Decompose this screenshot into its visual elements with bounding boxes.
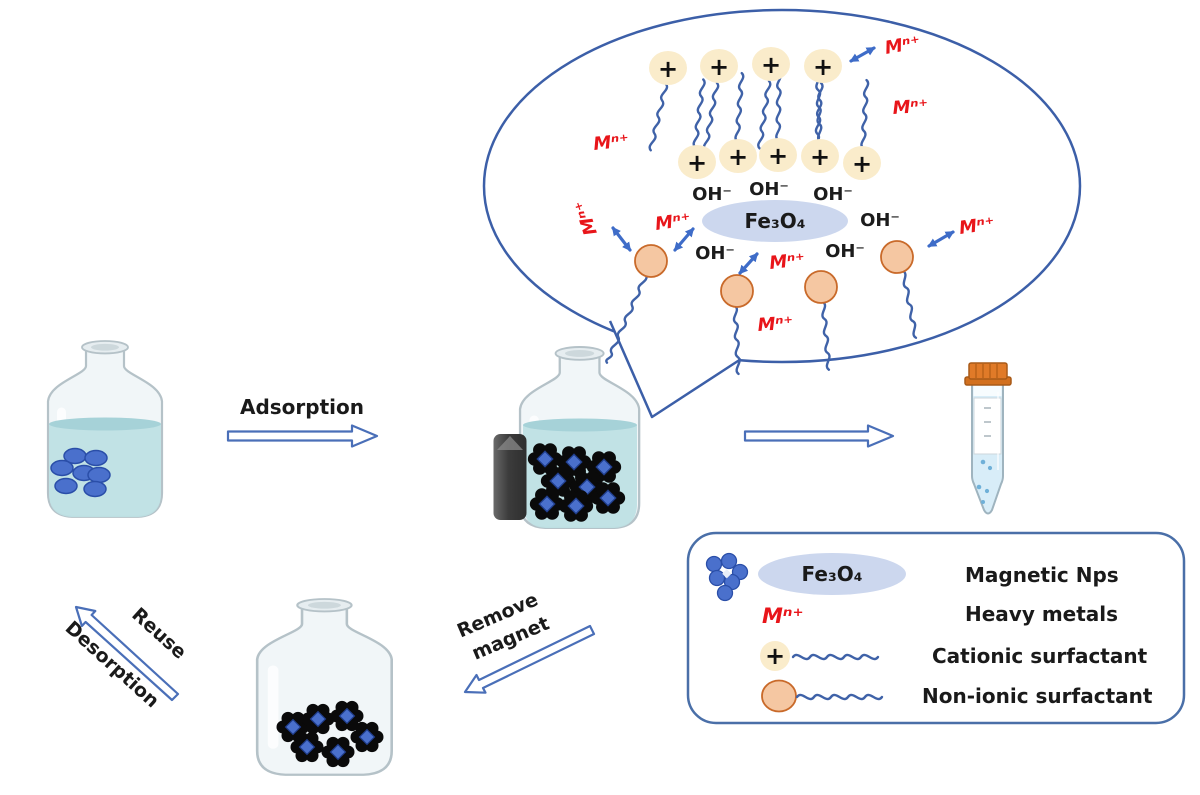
plus-sign: + — [687, 149, 707, 177]
speech-bubble-tail — [608, 320, 742, 419]
nonionic-head — [880, 240, 914, 274]
remove-magnet-arrow — [463, 624, 596, 694]
cationic-head-icon — [760, 641, 790, 671]
hydroxide-label: OH⁻ — [749, 179, 789, 200]
speech-bubble — [482, 8, 1082, 419]
metal-ion-label: Mⁿ⁺ — [757, 313, 794, 336]
hydroxide-label: OH⁻ — [692, 184, 732, 205]
nonionic-head — [634, 244, 668, 278]
nonionic-surfactants — [604, 240, 919, 376]
tube-cap — [964, 362, 1012, 386]
remove-magnet-step: Remove magnet — [454, 589, 596, 694]
plus-sign: + — [728, 143, 748, 171]
magnet — [493, 434, 527, 520]
nanoparticle-cluster-icon — [705, 552, 749, 602]
liquid-surface — [523, 418, 637, 432]
bottle-contaminated — [46, 339, 164, 518]
separation-arrow — [743, 424, 895, 448]
liquid-surface — [49, 417, 161, 431]
metal-ion-icon: Mⁿ⁺ — [762, 604, 804, 628]
legend-label: Magnetic Nps — [965, 563, 1119, 587]
tube-neck — [973, 385, 1002, 396]
legend-item-heavy-metals: Mⁿ⁺ Heavy metals — [762, 602, 1118, 628]
magnetite-label: Fe₃O₄ — [745, 209, 806, 233]
magnetic-particles-attracted — [527, 442, 626, 523]
bottle-regenerated — [255, 597, 393, 777]
plus-sign: + — [658, 55, 678, 83]
magnetite-ellipse-icon — [758, 553, 906, 595]
legend-label: Cationic surfactant — [932, 644, 1148, 668]
legend-magnetite-label: Fe₃O₄ — [802, 562, 863, 586]
legend-item-cationic-surfactant: + Cationic surfactant — [760, 641, 1148, 671]
clean-water-tube — [964, 362, 1012, 515]
hydroxide-label: OH⁻ — [825, 241, 865, 262]
cationic-head-row-top: + + + + — [649, 47, 842, 85]
hydroxide-labels: OH⁻ OH⁻ OH⁻ OH⁻ OH⁻ OH⁻ — [692, 179, 900, 264]
tube-droplets — [976, 459, 993, 504]
cationic-head-row-bottom: + + + + + — [678, 138, 881, 180]
double-arrow-icon — [927, 230, 955, 248]
plus-sign: + — [709, 53, 729, 81]
reuse-desorption-step: Reuse Desorption — [61, 604, 191, 713]
plus-sign: + — [852, 150, 872, 178]
legend-box: Fe₃O₄ Magnetic Nps Mⁿ⁺ Heavy metals + Ca… — [686, 531, 1186, 725]
adsorption-step: Adsorption — [226, 395, 379, 448]
interaction-arrows — [611, 46, 955, 275]
hydroxide-label: OH⁻ — [695, 243, 735, 264]
nonionic-head — [720, 274, 754, 308]
magnetite-core: Fe₃O₄ — [702, 200, 848, 242]
plus-sign: + — [813, 53, 833, 81]
adsorption-arrow — [226, 424, 379, 448]
double-arrow-icon — [849, 46, 876, 63]
hydroxide-label: OH⁻ — [860, 210, 900, 231]
legend-label: Non-ionic surfactant — [922, 684, 1153, 708]
metal-ion-labels: Mⁿ⁺ Mⁿ⁺ Mⁿ⁺ Mⁿ⁺ Mⁿ⁺ Mⁿ⁺ Mⁿ⁺ Mⁿ⁺ — [571, 32, 996, 336]
legend-item-magnetic-nps: Fe₃O₄ Magnetic Nps — [705, 552, 1119, 602]
plus-sign: + — [768, 142, 788, 170]
tube-label — [973, 397, 1002, 455]
nonionic-head — [804, 270, 838, 304]
reuse-desorption-arrow — [74, 605, 180, 702]
plus-sign: + — [761, 51, 781, 79]
metal-ion-label: Mⁿ⁺ — [592, 130, 630, 155]
metal-ion-label: Mⁿ⁺ — [892, 96, 929, 119]
micelle-detail: + + + + + + + + + OH⁻ OH⁻ OH⁻ OH⁻ OH⁻ OH… — [571, 32, 996, 376]
heavy-metal-particles — [50, 447, 111, 498]
metal-ion-label: Mⁿ⁺ — [654, 209, 692, 235]
metal-ion-label: Mⁿ⁺ — [768, 249, 806, 274]
double-arrow-icon — [611, 226, 632, 252]
bottle-treatment — [493, 345, 641, 530]
plus-sign: + — [765, 642, 785, 670]
nonionic-head-icon — [761, 679, 797, 713]
plus-sign: + — [810, 143, 830, 171]
double-arrow-icon — [673, 227, 695, 252]
hydroxide-label: OH⁻ — [813, 184, 853, 205]
legend-label: Heavy metals — [965, 602, 1118, 626]
double-arrow-icon — [738, 252, 759, 275]
adsorption-label: Adsorption — [240, 395, 364, 419]
legend-item-nonionic-surfactant: Non-ionic surfactant — [761, 679, 1153, 713]
metal-ion-label: Mⁿ⁺ — [958, 213, 996, 239]
reuse-label: Reuse — [127, 604, 190, 664]
